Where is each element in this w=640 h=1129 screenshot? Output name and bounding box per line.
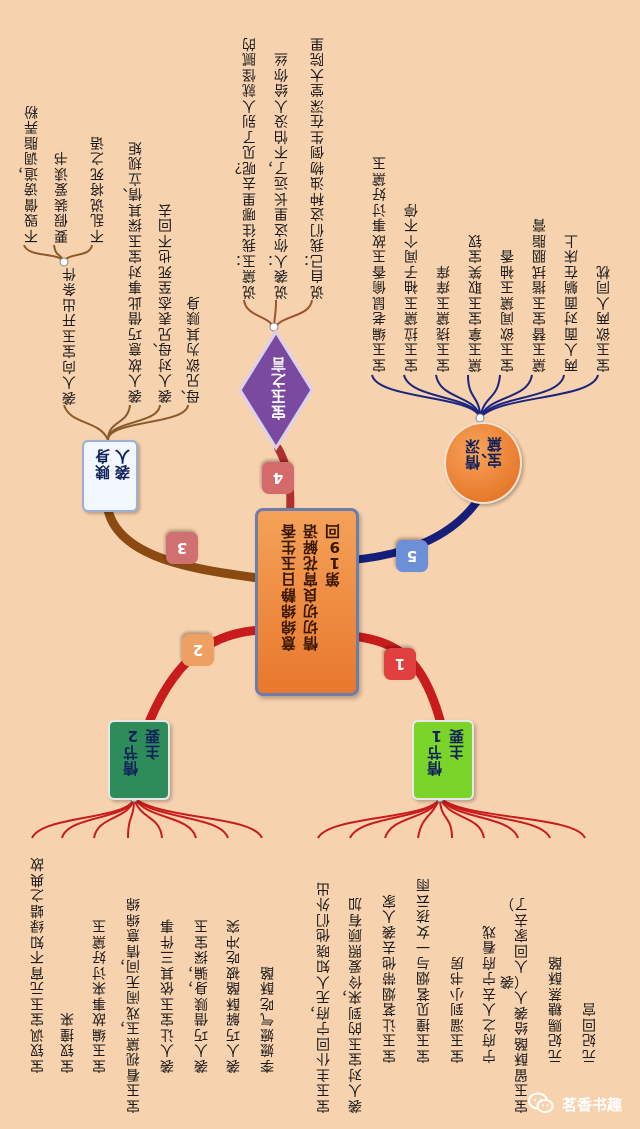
baodai-leaf-5: 黛玉拿宝玉取笑宝钗 <box>468 232 482 372</box>
topic-main-plot-1-label-b: 情节1 <box>426 727 442 777</box>
branch-number-2: 2 <box>182 634 214 666</box>
plot1-leaf-6: 宝玉撞见茗烟与一女孩云雨 <box>416 876 430 1064</box>
central-subtitle-2: 意绵绵静日玉生香 <box>280 522 296 652</box>
plot1-leaf-2: 元妃赐糖蒸酥酪 <box>548 954 562 1063</box>
topic-main-plot-2-label-b: 情节2 <box>122 727 138 777</box>
topic-xiren-ransom-label-b: 赎身 <box>94 447 110 481</box>
baoyu-words-leaf-1: 说自己：我们这种浊物倒生在深堂大院里 <box>296 35 324 299</box>
topic-main-plot-1[interactable]: 主要 情节1 <box>412 720 474 800</box>
plot1-leaf-9: 宝玉主仆回宁府，无人知晓他们外出 <box>302 880 330 1113</box>
plot1-leaf-7: 宝玉让茗烟带他去袭人家 <box>382 892 396 1063</box>
topic-main-plot-1-label-a: 主要 <box>448 727 464 761</box>
topic-xiren-ransom[interactable]: 袭人 赎身 <box>82 440 138 512</box>
wechat-icon <box>528 1092 554 1113</box>
baodai-leaf-8: 宝玉编老鼠偷香玉故事讨好黛玉 <box>372 154 386 373</box>
plot1-leaf-5: 宝玉溜到小书房 <box>450 954 464 1063</box>
branch-number-5: 5 <box>396 540 428 572</box>
branch-number-4: 4 <box>262 462 294 494</box>
xiren-leaf-6: 要假装爱读书 <box>54 149 68 244</box>
plot2-leaf-8: 宝钗讽宝玉元宵不知绿蜡之典故 <box>30 855 44 1074</box>
baoyu-words-leaf-2: 说袭人：你这里长远了，不怕没人给你丝 <box>260 50 288 300</box>
baodai-leaf-1: 宝玉欲两人同枕 <box>596 263 610 372</box>
plot2-leaf-2: 袭人巧解酥酪被吃冲突 <box>226 917 240 1074</box>
topic-main-plot-2-label-a: 主要 <box>144 727 160 761</box>
plot2-leaf-4: 袭人让宝玉依其三件事 <box>160 917 174 1074</box>
plot2-leaf-7: 宝钗撞来 <box>60 1010 74 1074</box>
plot2-leaf-5: 宝玉看视黛玉，戏闹无间，情意绵绵 <box>112 895 140 1114</box>
xiren-leaf-3: 袭人故意巧借此事对宝玉探其情、立规矩 <box>114 139 142 403</box>
xiren-leaf-4: 袭人向宝玉开出条件 <box>62 265 76 405</box>
baodai-leaf-3: 黛玉替宝玉揩拭胭脂膏 <box>532 216 546 373</box>
branch-number-3: 3 <box>166 532 198 564</box>
baodai-leaf-7: 宝玉拉黛玉袖子闻个不停 <box>404 201 418 372</box>
plot2-leaf-6: 宝玉编故事来讨好黛玉 <box>92 917 106 1074</box>
plot1-leaf-3: 宝玉留酥酪给袭人（袭人回家去了） <box>500 895 528 1114</box>
topic-xiren-ransom-label-a: 袭人 <box>114 447 130 481</box>
plot1-leaf-8: 袭人对宝玉的到来，伶爱照顾有加 <box>334 895 362 1114</box>
plot1-leaf-1: 元妃回宫 <box>582 1000 596 1064</box>
topic-bao-dai-love-label-b: 情深 <box>464 437 480 471</box>
watermark-text: 茗香书趣 <box>562 1096 623 1114</box>
branch-number-1: 1 <box>384 648 416 680</box>
baodai-leaf-4: 宝玉欲闻黛玉袖香 <box>500 247 514 373</box>
baoyu-words-leaf-3: 说黛玉：我往哪里去呢？见了别人就怪腻的 <box>228 35 256 299</box>
plot2-leaf-1: 李嬷嬷气吃酥酪 <box>260 964 274 1073</box>
baoyu-words-diamond[interactable] <box>238 329 314 451</box>
topic-bao-dai-love[interactable]: 宝、黛 情深 <box>444 422 522 504</box>
central-title: 第19回 <box>324 522 340 588</box>
xiren-leaf-5: 不乱说将死之语 <box>90 134 104 243</box>
xiren-leaf-1: 母、兄欲为其赎身 <box>172 294 200 403</box>
baodai-leaf-2: 两人面对面躺在床上 <box>564 232 578 372</box>
xiren-leaf-7: 不毁僧谤道，调脂弄粉 <box>10 103 38 243</box>
central-topic[interactable]: 第19回 情切切良宵花解语 意绵绵静日玉生香 <box>255 508 359 696</box>
xiren-leaf-2: 袭人对母、兄表态至死也不回去 <box>144 201 172 403</box>
topic-bao-dai-love-label-a: 宝、黛 <box>471 435 502 469</box>
baodai-leaf-6: 宝玉挠黛玉痒痒 <box>436 263 450 372</box>
central-subtitle-1: 情切切良宵花解语 <box>302 522 318 652</box>
plot2-leaf-3: 袭人巧借赎身，骗，探宝玉 <box>180 917 208 1074</box>
topic-main-plot-2[interactable]: 主要 情节2 <box>108 720 170 800</box>
topic-baoyu-words-label: 宝玉之言 <box>270 355 286 421</box>
plot1-leaf-4: 宁府之人去宁府看戏 <box>482 923 496 1063</box>
